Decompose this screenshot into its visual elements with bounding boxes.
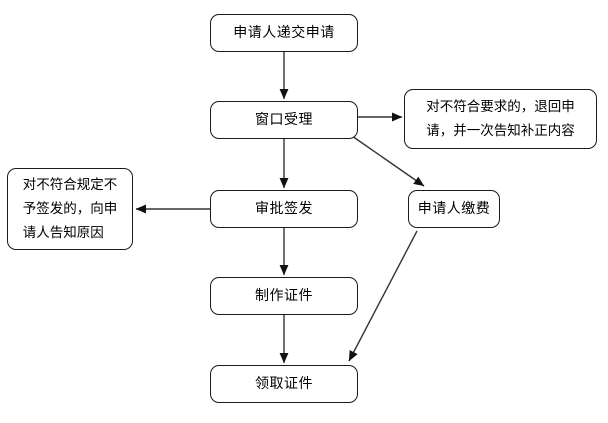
node-approval-issuance[interactable]: 审批签发 [210,190,358,228]
node-label-return-application-note: 对不符合要求的，退回申 请，并一次告知补正内容 [426,99,575,139]
node-produce-certificate[interactable]: 制作证件 [210,277,358,315]
connector-payment-to-collect [348,230,418,362]
node-reject-reason-note[interactable]: 对不符合规定不 予签发的，向申 请人告知原因 [7,168,133,250]
node-label-window-acceptance: 窗口受理 [255,112,313,128]
node-window-acceptance[interactable]: 窗口受理 [210,101,358,139]
node-label-approval-issuance: 审批签发 [255,201,313,217]
node-label-collect-certificate: 领取证件 [255,376,313,392]
node-return-application-note[interactable]: 对不符合要求的，退回申 请，并一次告知补正内容 [404,89,597,149]
node-collect-certificate[interactable]: 领取证件 [210,365,358,403]
node-applicant-payment[interactable]: 申请人缴费 [408,190,500,228]
node-label-submit-application: 申请人递交申请 [233,25,335,41]
node-label-applicant-payment: 申请人缴费 [417,201,491,217]
node-label-produce-certificate: 制作证件 [255,288,313,304]
node-submit-application[interactable]: 申请人递交申请 [210,14,358,52]
node-label-reject-reason-note: 对不符合规定不 予签发的，向申 请人告知原因 [22,177,118,241]
